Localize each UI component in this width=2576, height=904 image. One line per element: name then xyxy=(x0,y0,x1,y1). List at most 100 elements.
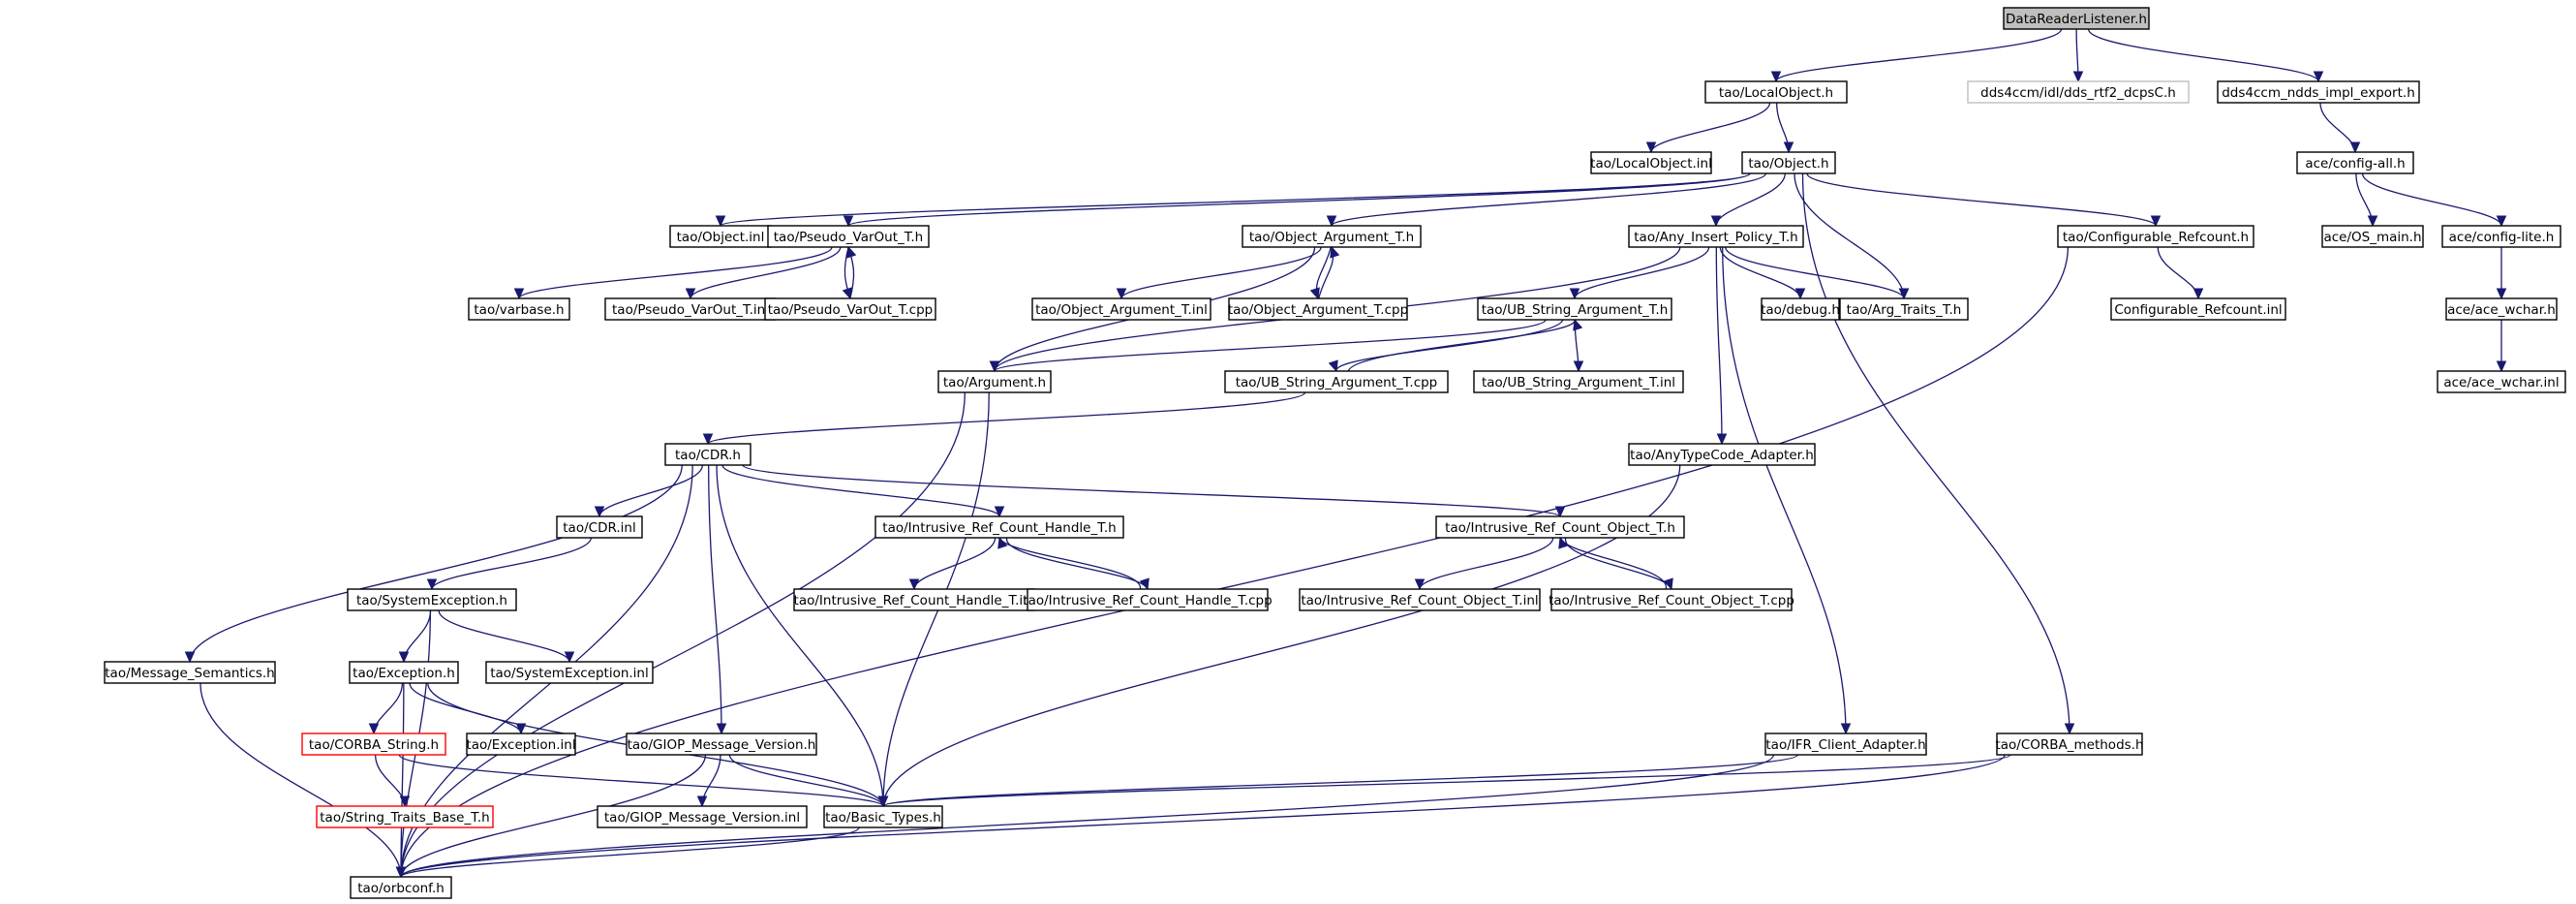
node-tao-intrusive-ref-count-object-t-inl[interactable]: tao/Intrusive_Ref_Count_Object_T.inl xyxy=(1299,588,1541,611)
node-tao-message-semantics-h[interactable]: tao/Message_Semantics.h xyxy=(104,661,276,684)
node-tao-pseudo-varout-t-inl[interactable]: tao/Pseudo_VarOut_T.inl xyxy=(604,297,777,321)
node-box xyxy=(1435,515,1685,539)
edge-configall-to-osmain xyxy=(2355,172,2378,228)
node-tao-exception-h[interactable]: tao/Exception.h xyxy=(349,661,459,684)
node-tao-cdr-h[interactable]: tao/CDR.h xyxy=(664,443,751,466)
node-tao-object-argument-t-cpp[interactable]: tao/Object_Argument_T.cpp xyxy=(1228,297,1408,321)
node-label: tao/Object_Argument_T.inl xyxy=(1035,302,1208,318)
node-tao-systemexception-inl[interactable]: tao/SystemException.inl xyxy=(485,661,654,684)
edge-pvo_h-to-pvo_inl xyxy=(685,246,842,300)
node-datareaderlistener-h[interactable]: DataReaderListener.h xyxy=(2003,7,2150,30)
edge-aip_h-to-atca xyxy=(1715,246,1728,446)
node-tao-intrusive-ref-count-object-t-h[interactable]: tao/Intrusive_Ref_Count_Object_T.h xyxy=(1435,515,1685,539)
node-tao-systemexception-h[interactable]: tao/SystemException.h xyxy=(347,588,517,611)
edge-ubs_h-to-argument xyxy=(989,319,1547,373)
edge-exc_h-to-exc_inl xyxy=(409,682,527,735)
node-ace-os-main-h[interactable]: ace/OS_main.h xyxy=(2321,225,2424,248)
node-label: Configurable_Refcount.inl xyxy=(2114,302,2282,318)
edge-sysex_h-to-exc_h xyxy=(398,609,432,664)
node-label: ace/config-all.h xyxy=(2305,156,2405,171)
node-ace-ace-wchar-h[interactable]: ace/ace_wchar.h xyxy=(2445,297,2558,321)
node-box xyxy=(2217,80,2420,104)
node-box xyxy=(1704,80,1848,104)
edge-configlite-to-acewchar xyxy=(2496,247,2507,300)
node-label: tao/CDR.inl xyxy=(563,520,635,536)
node-box xyxy=(1628,225,1804,248)
node-tao-intrusive-ref-count-handle-t-inl[interactable]: tao/Intrusive_Ref_Count_Handle_T.inl xyxy=(793,588,1035,611)
node-tao-orbconf-h[interactable]: tao/orbconf.h xyxy=(350,876,452,899)
edge-irco_h-to-irco_inl xyxy=(1414,537,1554,591)
node-tao-giop-message-version-h[interactable]: tao/GIOP_Message_Version.h xyxy=(626,733,817,756)
node-label: tao/Intrusive_Ref_Count_Object_T.h xyxy=(1445,520,1675,536)
node-box xyxy=(937,370,1052,393)
node-tao-any-insert-policy-t-h[interactable]: tao/Any_Insert_Policy_T.h xyxy=(1628,225,1804,248)
node-tao-object-inl[interactable]: tao/Object.inl xyxy=(669,225,772,248)
edge-root-to-localobj_h xyxy=(1770,28,2063,83)
edge-corbastr-to-strtraits xyxy=(374,754,411,808)
node-label: tao/CORBA_String.h xyxy=(309,737,439,753)
node-box xyxy=(1228,297,1408,321)
nodes-layer: DataReaderListener.h tao/LocalObject.h dds… xyxy=(104,7,2566,899)
node-tao-configurable-refcount-h[interactable]: tao/Configurable_Refcount.h xyxy=(2057,225,2254,248)
node-tao-string-traits-base-t-h[interactable]: tao/String_Traits_Base_T.h xyxy=(316,805,494,828)
node-label: tao/UB_String_Argument_T.inl xyxy=(1482,375,1675,390)
node-ace-config-lite-h[interactable]: ace/config-lite.h xyxy=(2441,225,2561,248)
edge-object_h-to-object_inl xyxy=(715,172,1751,228)
node-box xyxy=(301,733,446,756)
node-box xyxy=(556,515,643,539)
edge-cdr_h-to-msgsem xyxy=(184,464,683,664)
node-tao-object-h[interactable]: tao/Object.h xyxy=(1741,151,1836,174)
node-label: tao/SystemException.inl xyxy=(490,666,649,681)
node-box xyxy=(2057,225,2254,248)
node-box xyxy=(1027,588,1269,611)
node-box xyxy=(1764,733,1927,756)
edge-object_h-to-aip_h xyxy=(1710,172,1786,228)
node-tao-corba-string-h[interactable]: tao/CORBA_String.h xyxy=(301,733,446,756)
node-box xyxy=(316,805,494,828)
node-label: tao/CDR.h xyxy=(675,448,741,463)
node-tao-exception-inl[interactable]: tao/Exception.inl xyxy=(466,733,576,756)
edge-aip_h-to-debug xyxy=(1719,246,1806,300)
edge-object_h-to-corbameth xyxy=(1801,172,2075,735)
node-tao-pseudo-varout-t-h[interactable]: tao/Pseudo_VarOut_T.h xyxy=(767,225,930,248)
node-configurable-refcount-inl[interactable]: Configurable_Refcount.inl xyxy=(2110,297,2286,321)
node-box xyxy=(1299,588,1541,611)
node-tao-argument-h[interactable]: tao/Argument.h xyxy=(937,370,1052,393)
node-tao-intrusive-ref-count-handle-t-cpp[interactable]: tao/Intrusive_Ref_Count_Handle_T.cpp xyxy=(1023,588,1273,611)
node-box xyxy=(1550,588,1793,611)
edge-ubs_cpp-to-ubs_h xyxy=(1347,318,1583,372)
node-box xyxy=(1761,297,1840,321)
node-label: ace/ace_wchar.h xyxy=(2447,302,2556,318)
node-ace-config-all-h[interactable]: ace/config-all.h xyxy=(2296,151,2414,174)
node-tao-localobject-inl[interactable]: tao/LocalObject.inl xyxy=(1590,151,1712,174)
node-ace-ace-wchar-inl[interactable]: ace/ace_wchar.inl xyxy=(2437,370,2566,393)
node-box xyxy=(823,805,943,828)
node-tao-cdr-inl[interactable]: tao/CDR.inl xyxy=(556,515,643,539)
node-tao-giop-message-version-inl[interactable]: tao/GIOP_Message_Version.inl xyxy=(597,805,808,828)
node-box xyxy=(2296,151,2414,174)
node-label: tao/Intrusive_Ref_Count_Handle_T.inl xyxy=(794,593,1035,608)
node-label: tao/GIOP_Message_Version.inl xyxy=(604,810,800,826)
node-tao-varbase-h[interactable]: tao/varbase.h xyxy=(468,297,570,321)
node-tao-object-argument-t-inl[interactable]: tao/Object_Argument_T.inl xyxy=(1031,297,1211,321)
node-tao-anytypecode-adapter-h[interactable]: tao/AnyTypeCode_Adapter.h xyxy=(1628,443,1816,466)
node-tao-ub-string-argument-t-h[interactable]: tao/UB_String_Argument_T.h xyxy=(1477,297,1672,321)
node-tao-arg-traits-t-h[interactable]: tao/Arg_Traits_T.h xyxy=(1839,297,1969,321)
node-tao-localobject-h[interactable]: tao/LocalObject.h xyxy=(1704,80,1848,104)
node-tao-basic-types-h[interactable]: tao/Basic_Types.h xyxy=(823,805,943,828)
node-tao-debug-h[interactable]: tao/debug.h xyxy=(1761,297,1840,321)
node-label: tao/Message_Semantics.h xyxy=(105,666,275,681)
node-tao-corba-methods-h[interactable]: tao/CORBA_methods.h xyxy=(1995,733,2144,756)
node-tao-ub-string-argument-t-inl[interactable]: tao/UB_String_Argument_T.inl xyxy=(1473,370,1684,393)
node-tao-ub-string-argument-t-cpp[interactable]: tao/UB_String_Argument_T.cpp xyxy=(1224,370,1449,393)
node-label: tao/AnyTypeCode_Adapter.h xyxy=(1630,448,1814,463)
node-box xyxy=(485,661,654,684)
node-tao-object-argument-t-h[interactable]: tao/Object_Argument_T.h xyxy=(1242,225,1422,248)
node-tao-ifr-client-adapter-h[interactable]: tao/IFR_Client_Adapter.h xyxy=(1764,733,1927,756)
edge-oat_h-to-oat_cpp xyxy=(1309,246,1332,300)
node-dds4ccm-ndds-impl-export-h[interactable]: dds4ccm_ndds_impl_export.h xyxy=(2217,80,2420,104)
node-dds4ccm-idl-dds-rtf2-dcpsc-h[interactable]: dds4ccm/idl/dds_rtf2_dcpsC.h xyxy=(1967,80,2190,104)
node-tao-pseudo-varout-t-cpp[interactable]: tao/Pseudo_VarOut_T.cpp xyxy=(764,297,936,321)
node-tao-intrusive-ref-count-handle-t-h[interactable]: tao/Intrusive_Ref_Count_Handle_T.h xyxy=(874,515,1124,539)
node-tao-intrusive-ref-count-object-t-cpp[interactable]: tao/Intrusive_Ref_Count_Object_T.cpp xyxy=(1549,588,1794,611)
